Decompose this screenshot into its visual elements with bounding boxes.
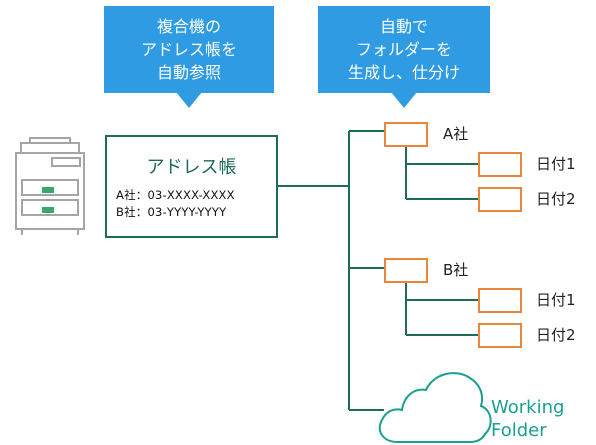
callout-right-line-2: フォルダーを — [355, 40, 452, 59]
auto-sort-callout: 自動で フォルダーを 生成し、仕分け — [318, 6, 490, 108]
working-folder-label: Working Folder — [491, 396, 564, 442]
folder-company-a-label: A社 — [443, 125, 469, 143]
folder-a-date-1[interactable] — [478, 152, 522, 177]
cloud-icon — [378, 372, 492, 443]
working-folder-label-line-1: Working — [491, 397, 565, 418]
folder-a-date-2[interactable] — [478, 187, 522, 212]
folder-b-date-1[interactable] — [478, 288, 522, 313]
auto-reference-callout: 複合機の アドレス帳を 自動参照 — [104, 6, 274, 108]
folder-b-date-1-label: 日付1 — [536, 291, 576, 309]
folder-a-date-2-label: 日付2 — [536, 190, 576, 208]
folder-b-date-2[interactable] — [478, 323, 522, 348]
multifunction-printer-icon — [15, 137, 85, 235]
folder-b-date-2-label: 日付2 — [536, 326, 576, 344]
tree-connectors — [278, 130, 478, 411]
callout-pointer — [391, 92, 417, 108]
callout-right-line-3: 生成し、仕分け — [347, 63, 460, 82]
callout-pointer — [176, 92, 202, 108]
address-book-box: アドレス帳 A社：03-XXXX-XXXX B社：03-YYYY-YYYY — [105, 135, 278, 238]
address-entry-a: A社：03-XXXX-XXXX — [116, 188, 235, 202]
address-entry-b: B社：03-YYYY-YYYY — [116, 205, 227, 219]
folder-company-b-label: B社 — [443, 261, 469, 279]
folder-company-a[interactable] — [384, 122, 428, 147]
callout-left-line-2: アドレス帳を — [140, 40, 237, 59]
callout-left-line-3: 自動参照 — [156, 63, 221, 82]
working-folder-label-line-2: Folder — [491, 420, 547, 441]
address-book-title: アドレス帳 — [146, 157, 237, 178]
callout-left-line-1: 複合機の — [156, 17, 221, 36]
folder-company-b[interactable] — [384, 258, 428, 283]
folder-a-date-1-label: 日付1 — [536, 155, 576, 173]
callout-right-line-1: 自動で — [379, 17, 428, 36]
